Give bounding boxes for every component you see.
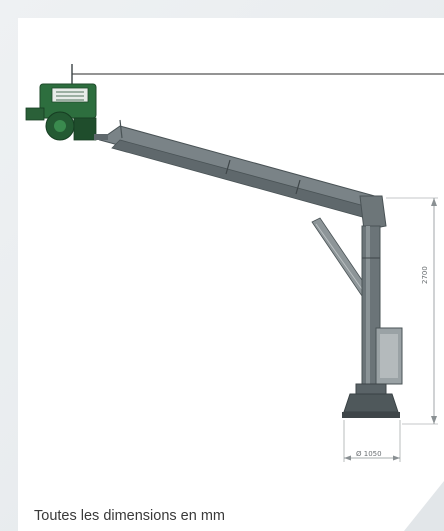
winch-gearbox [25, 107, 45, 121]
page-corner-fold [404, 481, 444, 531]
winch-drum-hub [54, 120, 66, 132]
winch-mount-block [73, 117, 97, 141]
mast-pivot-head [359, 195, 387, 231]
base-diameter-label: Ø 1050 [356, 450, 382, 458]
mast-highlight [366, 226, 370, 386]
dimensions-caption: Toutes les dimensions en mm [34, 508, 225, 524]
control-cabinet-door [380, 334, 398, 378]
base-flange [343, 393, 399, 413]
jib-section-joint-1 [225, 159, 231, 175]
base-collar [355, 383, 387, 395]
jib-section-joint-2 [295, 179, 301, 195]
brace-cable [315, 223, 365, 293]
winch-grille [51, 87, 89, 103]
base-arrow-left [344, 455, 351, 461]
arm-end-post [119, 119, 123, 139]
base-arrow-right [393, 455, 400, 461]
height-dimension-label: 2700 [421, 266, 429, 284]
height-arrow-bottom [431, 416, 437, 424]
support-brace [311, 217, 371, 297]
arm-end-bracket [94, 134, 108, 140]
base-plate [342, 412, 400, 418]
height-arrow-top [431, 198, 437, 206]
jib-arm-lower-plate [111, 139, 373, 219]
